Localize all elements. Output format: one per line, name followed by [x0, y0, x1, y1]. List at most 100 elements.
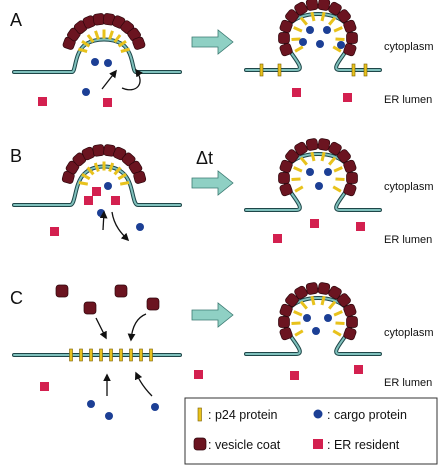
- legend-box: [184, 397, 438, 465]
- p24-protein: [294, 45, 304, 53]
- p24-protein: [119, 348, 123, 362]
- p24-protein: [293, 26, 303, 33]
- p24-cluster-left: [78, 29, 130, 53]
- er-lumen-label: ER lumen: [384, 234, 432, 246]
- coat-legend-icon: [193, 437, 207, 451]
- arrow-cargo-entry: [101, 69, 117, 90]
- vesicle-coat-subunit: [328, 1, 342, 16]
- p24-protein: [108, 162, 115, 173]
- vesicle-coat-subunit: [278, 316, 290, 328]
- arrow-coat-recruitment: [95, 317, 107, 340]
- er-lumen-label: ER lumen: [384, 377, 432, 389]
- p24-protein: [320, 11, 326, 22]
- er-membrane-right: [244, 295, 382, 356]
- cargo-proteins: [299, 26, 345, 49]
- p24-protein: [108, 30, 114, 40]
- p24-protein: [293, 166, 303, 173]
- vesicle-coat-subunit: [285, 149, 299, 163]
- p24-protein: [332, 185, 342, 193]
- cytoplasm-label: cytoplasm: [384, 327, 434, 339]
- p24-protein: [335, 177, 345, 181]
- legend-cargo: : cargo protein: [327, 408, 407, 422]
- p24-cluster-right: [291, 151, 345, 193]
- vesicle-coat-cluster-left: [61, 144, 147, 184]
- process-arrow: [191, 302, 234, 328]
- vesicle-coat-subunit: [317, 282, 331, 295]
- er-resident-protein: [194, 370, 203, 379]
- vesicle-coat-subunit: [343, 43, 357, 57]
- p24-protein: [99, 348, 103, 362]
- er-resident-protein: [290, 371, 299, 380]
- free-vesicle-coats: [55, 284, 160, 315]
- p24-protein: [94, 30, 100, 40]
- vesicle-coat-subunit: [328, 285, 342, 300]
- p24-protein: [117, 40, 127, 48]
- vesicle-coat-subunit: [294, 285, 308, 300]
- p24-protein: [299, 300, 308, 310]
- vesicle-coat-subunit: [328, 141, 342, 156]
- p24-protein: [109, 348, 113, 362]
- p24-protein: [139, 348, 143, 362]
- vesicle-coat-subunit: [133, 170, 147, 184]
- er-resident-protein: [40, 382, 49, 391]
- vesicle-coat-subunit: [279, 159, 293, 173]
- process-arrow: [191, 29, 234, 55]
- vesicle-coat-subunit: [305, 282, 319, 295]
- er-resident-protein: [84, 196, 93, 205]
- vesicle-coat-subunit: [305, 0, 319, 11]
- vesicle-coat-subunit: [317, 0, 331, 11]
- vesicle-coat-subunit: [337, 9, 351, 23]
- vesicle-coat-subunit: [317, 138, 331, 151]
- p24-protein: [294, 185, 304, 193]
- p24-protein: [113, 166, 122, 176]
- p24-cluster-right: [291, 11, 345, 53]
- vesicle-coat-cluster-right: [278, 0, 358, 57]
- vesicle-coat-subunit: [278, 172, 290, 184]
- p24-protein: [291, 177, 301, 181]
- vesicle-coat-subunit: [346, 316, 358, 328]
- p24-cluster-right: [291, 295, 345, 337]
- p24-protein: [89, 348, 93, 362]
- vesicle-coat-subunit: [294, 1, 308, 16]
- p24-protein: [328, 300, 337, 310]
- er-lumen-label: ER lumen: [384, 94, 432, 106]
- p24-protein: [328, 156, 337, 166]
- p24-protein: [86, 34, 95, 44]
- er-resident-protein: [343, 93, 352, 102]
- p24-protein: [328, 16, 337, 26]
- legend-coat: : vesicle coat: [208, 438, 281, 452]
- p24-protein: [333, 310, 343, 317]
- vesicle-coat-subunit: [305, 138, 319, 151]
- p24-protein: [81, 173, 91, 181]
- vesicle-coat-subunit: [294, 141, 308, 156]
- vesicle-coat-subunit: [92, 144, 105, 157]
- vesicle-coat-subunit: [346, 32, 358, 44]
- er-membrane-right: [244, 151, 382, 212]
- vesicle-coat-subunit: [278, 32, 290, 44]
- legend-p24: : p24 protein: [208, 408, 278, 422]
- cargo-proteins: [303, 314, 332, 335]
- p24-cluster-left: [78, 161, 130, 186]
- p24-protein: [69, 348, 73, 362]
- p24-protein: [310, 295, 316, 306]
- arrow-resident-exit: [111, 211, 130, 242]
- vesicle-coat-cluster-right: [278, 138, 358, 197]
- vesicle-coat-subunit: [343, 19, 357, 33]
- p24-protein: [78, 47, 88, 53]
- p24-protein: [332, 329, 342, 337]
- panel-a: A: [10, 0, 434, 107]
- p24-protein: [291, 321, 301, 325]
- resident-legend-icon: [313, 439, 323, 449]
- cargo-proteins: [82, 58, 112, 96]
- er-resident-protein: [111, 196, 120, 205]
- p24-protein: [129, 348, 133, 362]
- arrow-p24-retrieval: [121, 68, 143, 91]
- vesicle-coat-subunit: [337, 293, 351, 307]
- cargo-proteins: [306, 168, 332, 190]
- vesicle-coat-subunit: [337, 149, 351, 163]
- vesicle-coat-subunit: [279, 327, 293, 341]
- p24-protein: [335, 321, 345, 325]
- p24-proteins: [259, 63, 368, 77]
- p24-protein: [310, 151, 316, 162]
- er-resident-protein: [103, 98, 112, 107]
